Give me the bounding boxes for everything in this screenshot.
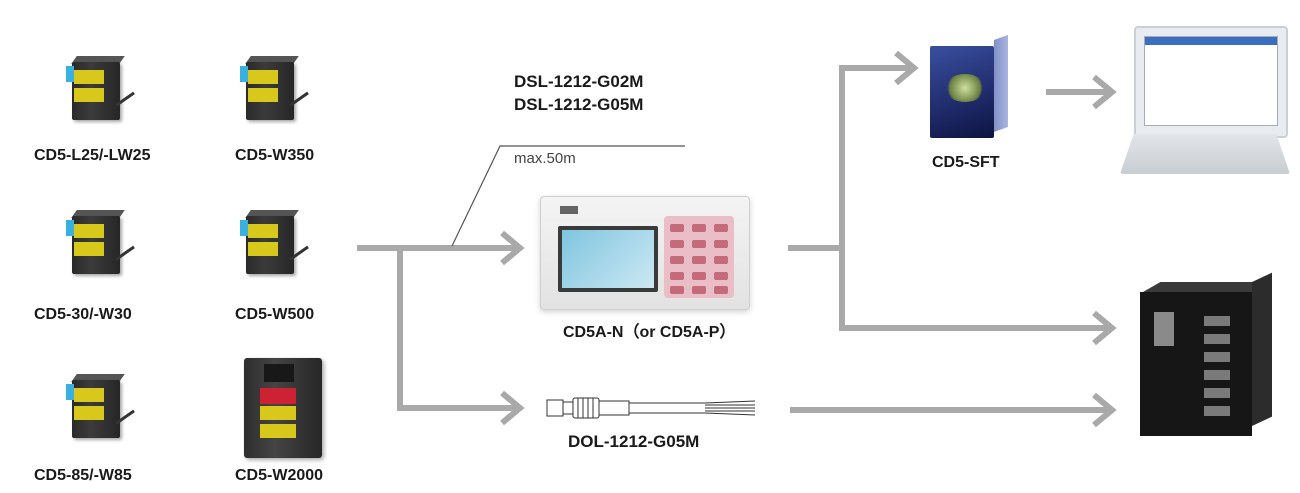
sensor-label-2: CD5-W350 [235,147,315,164]
controller-out-line [788,245,1110,331]
sensor-cd5-w500 [238,206,309,280]
arrow-to-laptop [1092,74,1117,110]
cable-label-line1: DSL-1212-G02M [514,72,644,91]
software-label: CD5-SFT [932,154,1000,171]
arrow-to-software [894,50,919,86]
software-package-icon [930,34,1010,140]
arrow-to-plc-top [1092,310,1117,346]
cable-label-line2: DSL-1212-G05M [514,95,644,114]
arrow-to-controller [500,230,525,266]
dol-cable-drawing [546,397,756,419]
cable-label: DOL-1212-G05M [568,432,700,451]
sensor-cd5-85 [64,370,135,444]
max-length-label: max.50m [514,150,576,167]
arrow-to-plc-bottom [1092,392,1117,428]
controller-label: CD5A-N（or CD5A-P） [563,324,736,341]
laptop-icon [1120,18,1290,178]
sensor-label-5: CD5-85/-W85 [34,467,132,484]
sensor-cd5-30 [64,206,135,280]
cable-callout-line [451,145,685,247]
sensor-label-6: CD5-W2000 [235,467,324,484]
plc-unit-icon [1139,272,1273,438]
sensor-label-4: CD5-W500 [235,306,315,323]
sensor-label-1: CD5-L25/-LW25 [34,147,151,164]
sensor-cd5-w350 [238,52,309,126]
sensor-cd5-l25 [64,52,135,126]
sensor-cd5-w2000 [240,350,330,460]
sensor-bus-line [357,245,518,411]
sensor-label-3: CD5-30/-W30 [34,306,132,323]
arrow-to-cable [500,390,525,426]
controller-unit [540,196,750,310]
